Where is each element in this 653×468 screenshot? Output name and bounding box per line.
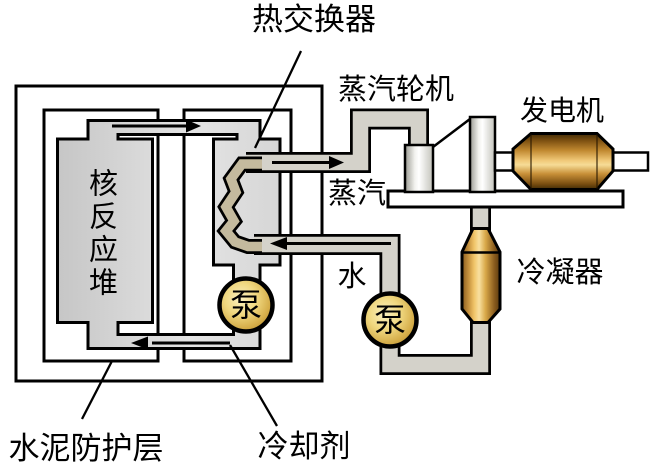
generator-body xyxy=(511,132,615,191)
coolant-label: 冷却剂 xyxy=(257,428,351,465)
arrow-left-heat-exchanger-to-reactor xyxy=(131,336,230,350)
pump-secondary-loop xyxy=(361,291,419,349)
reactor-label: 核反应堆 xyxy=(84,168,119,300)
water-label: 水 xyxy=(337,258,367,293)
condenser-label: 冷凝器 xyxy=(516,254,604,289)
containment-inner-wall-reactor xyxy=(42,108,160,363)
heat-exchanger-label: 热交换器 xyxy=(252,1,376,38)
condenser-body xyxy=(460,227,502,324)
generator-label: 发电机 xyxy=(519,94,604,127)
cement-shield-label: 水泥防护层 xyxy=(8,430,164,467)
turbine-cylinder-small xyxy=(403,143,435,194)
callout-line-coolant xyxy=(229,344,278,427)
callout-line-heat-exchanger xyxy=(253,50,303,149)
turbine-cylinder-large xyxy=(468,115,497,194)
pump-label-secondary: 泵 xyxy=(373,301,406,339)
arrow-right-reactor-to-heat-exchanger xyxy=(112,119,201,133)
callout-line-cement-shield xyxy=(80,360,114,420)
pump-primary-loop xyxy=(217,276,275,334)
pump-label-primary: 泵 xyxy=(229,286,262,324)
arrow-left-water-to-heat-exchanger xyxy=(270,237,391,250)
steam-label: 蒸汽 xyxy=(327,175,386,210)
turbine-platform xyxy=(386,189,625,209)
arrow-right-steam-to-turbine xyxy=(272,156,344,169)
steam-turbine-label: 蒸汽轮机 xyxy=(337,71,454,106)
turbine-casing-line xyxy=(432,118,471,148)
heat-exchanger-coil xyxy=(216,156,262,254)
